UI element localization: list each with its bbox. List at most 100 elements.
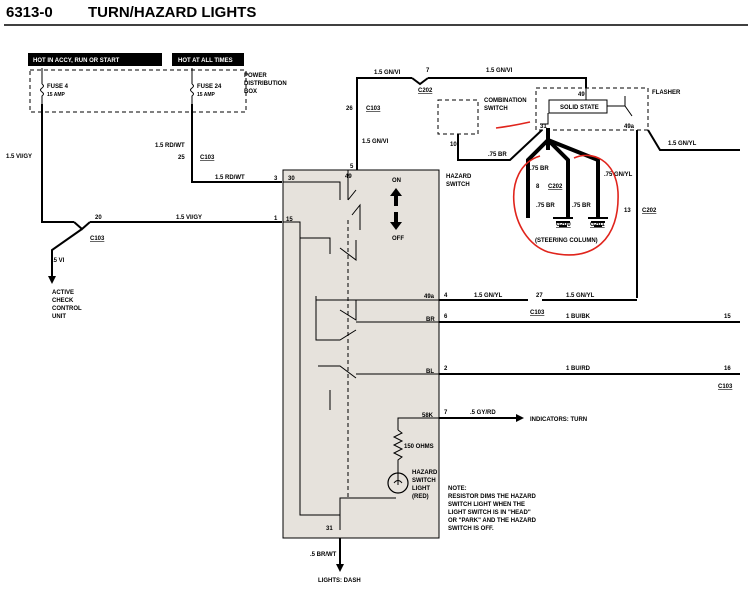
hot-accy-label-box: [28, 53, 162, 66]
ground-g201: G201: [590, 222, 605, 228]
wire-1-5-gn-vi-vertical: [356, 77, 412, 170]
pin-7: 7: [426, 68, 430, 74]
flasher-box: [535, 87, 649, 131]
note-line-4: OR "PARK" AND THE HAZARD: [448, 518, 537, 524]
active-check-1: ACTIVE: [52, 290, 74, 296]
wire-label-1-5-gn-vi-b: 1.5 GN/VI: [374, 70, 401, 76]
switch-pin-15: 15: [286, 217, 293, 223]
note-line-3: LIGHT SWITCH IS IN "HEAD": [448, 510, 531, 516]
connector-c202-top-symbol: [411, 77, 429, 86]
wire-label-5-gy-rd: .5 GY/RD: [470, 410, 496, 416]
connector-c103-right: C103: [718, 384, 733, 390]
hazard-switch-body: [282, 169, 440, 539]
active-check-2: CHECK: [52, 298, 74, 304]
resistor-label: 150 OHMS: [404, 444, 434, 450]
pin-4: 4: [444, 293, 448, 299]
wire-label-1-5-rd-wt-up: 1.5 RD/WT: [155, 143, 185, 149]
switch-internal-30: [283, 181, 341, 200]
flasher-pin-31: 31: [540, 124, 547, 130]
arrow-indicators: [516, 414, 524, 422]
hazard-light-2: SWITCH: [412, 478, 436, 484]
wire-label-1-5-gn-yl-r: 1.5 GN/YL: [668, 141, 697, 147]
hazard-light-filament: [393, 480, 403, 484]
pin-15-right: 15: [724, 314, 731, 320]
connector-c103-rd: C103: [200, 155, 215, 161]
switch-internal-br: [315, 296, 439, 341]
pin-5: 5: [350, 164, 354, 170]
flasher-label: FLASHER: [652, 90, 681, 96]
wire-75-br-combo: [457, 129, 543, 161]
flasher-internal: [540, 88, 633, 125]
hot-accy-label: HOT IN ACCY, RUN OR START: [33, 58, 120, 64]
hot-all-label-box: [172, 53, 244, 66]
connector-c103-49a: C103: [530, 310, 545, 316]
pin-6: 6: [444, 314, 448, 320]
wire-label-75-gn-yl: .75 GN/YL: [604, 172, 633, 178]
arrow-active-check: [48, 276, 56, 284]
ground-g201-symbol: [588, 217, 608, 227]
switch-on-label: ON: [392, 178, 401, 184]
hazard-light-bulb: [387, 472, 409, 494]
wire-label-5-br-wt: .5 BR/WT: [310, 552, 337, 558]
note-line-5: SWITCH IS OFF.: [448, 526, 494, 532]
combination-switch-label-2: SWITCH: [484, 106, 508, 112]
ground-g200: G200: [556, 222, 571, 228]
switch-up-arrow: [390, 188, 402, 206]
wire-label-75-br-b: .75 BR: [530, 166, 549, 172]
wire-label-75-br-a: .75 BR: [488, 152, 507, 158]
wire-label-1-5-gn-yl-b: 1.5 GN/YL: [566, 293, 595, 299]
pdb-label-1: POWER: [244, 73, 267, 79]
switch-pin-58k: 58K: [422, 413, 434, 419]
flasher-pin-49: 49: [578, 92, 585, 98]
pin-16-right: 16: [724, 366, 731, 372]
pin-8: 8: [536, 184, 540, 190]
fuse24-amp: 15 AMP: [197, 92, 216, 98]
wire-label-1-5-gn-vi-a: 1.5 GN/VI: [362, 139, 389, 145]
switch-pin-49: 49: [345, 174, 352, 180]
pdb-label-2: DISTRIBUTION: [244, 81, 287, 87]
switch-pin-br: BR: [426, 317, 435, 323]
indicators-turn-label: INDICATORS: TURN: [530, 417, 587, 423]
power-distribution-box: HOT IN ACCY, RUN OR START HOT AT ALL TIM…: [28, 53, 287, 113]
pdb-outline: [29, 69, 247, 113]
wire-1-5-rd-wt: [191, 162, 282, 183]
pin-25: 25: [178, 155, 185, 161]
switch-pin-bl: BL: [426, 369, 434, 375]
switch-pin-49a: 49a: [424, 294, 435, 300]
switch-contacts: [283, 170, 439, 530]
note-line-2: SWITCH LIGHT WHEN THE: [448, 502, 525, 508]
wire-label-1-bu-bk: 1 BU/BK: [566, 314, 591, 320]
combination-switch-box: [437, 99, 479, 135]
pin-1: 1: [274, 216, 278, 222]
pin-3: 3: [274, 176, 278, 182]
switch-internal-bl: [318, 365, 439, 410]
switch-pin-31: 31: [326, 526, 333, 532]
pin-20: 20: [95, 215, 102, 221]
lights-dash-label: LIGHTS: DASH: [318, 578, 361, 584]
combo-red-mark: [495, 121, 531, 129]
combination-switch-label-1: COMBINATION: [484, 98, 527, 104]
fuse4-symbol: [40, 68, 44, 104]
pin-26: 26: [346, 106, 353, 112]
pin-27: 27: [536, 293, 543, 299]
wire-1-5-gn-yl-right: [647, 129, 740, 151]
wire-75-gn-yl: [547, 138, 600, 218]
active-check-4: UNIT: [52, 314, 66, 320]
connector-c202-top: C202: [418, 88, 433, 94]
hazard-switch-label-1: HAZARD: [446, 174, 472, 180]
pin-7-indicators: 7: [444, 410, 448, 416]
hot-all-label: HOT AT ALL TIMES: [178, 58, 233, 64]
hazard-light-4: (RED): [412, 494, 429, 500]
switch-internal-left: [299, 238, 340, 516]
fuse4-amp: 15 AMP: [47, 92, 66, 98]
ground-splice-thick: [526, 128, 570, 218]
diagram-code: 6313-0: [6, 4, 53, 21]
connector-c103-left: C103: [90, 236, 105, 242]
switch-pin-30: 30: [288, 176, 295, 182]
wire-label-75-br-d: .75 BR: [572, 203, 591, 209]
connector-c103-top: C103: [366, 106, 381, 112]
pin-2: 2: [444, 366, 448, 372]
note-line-1: RESISTOR DIMS THE HAZARD: [448, 494, 537, 500]
fuse24-symbol: [190, 68, 194, 104]
